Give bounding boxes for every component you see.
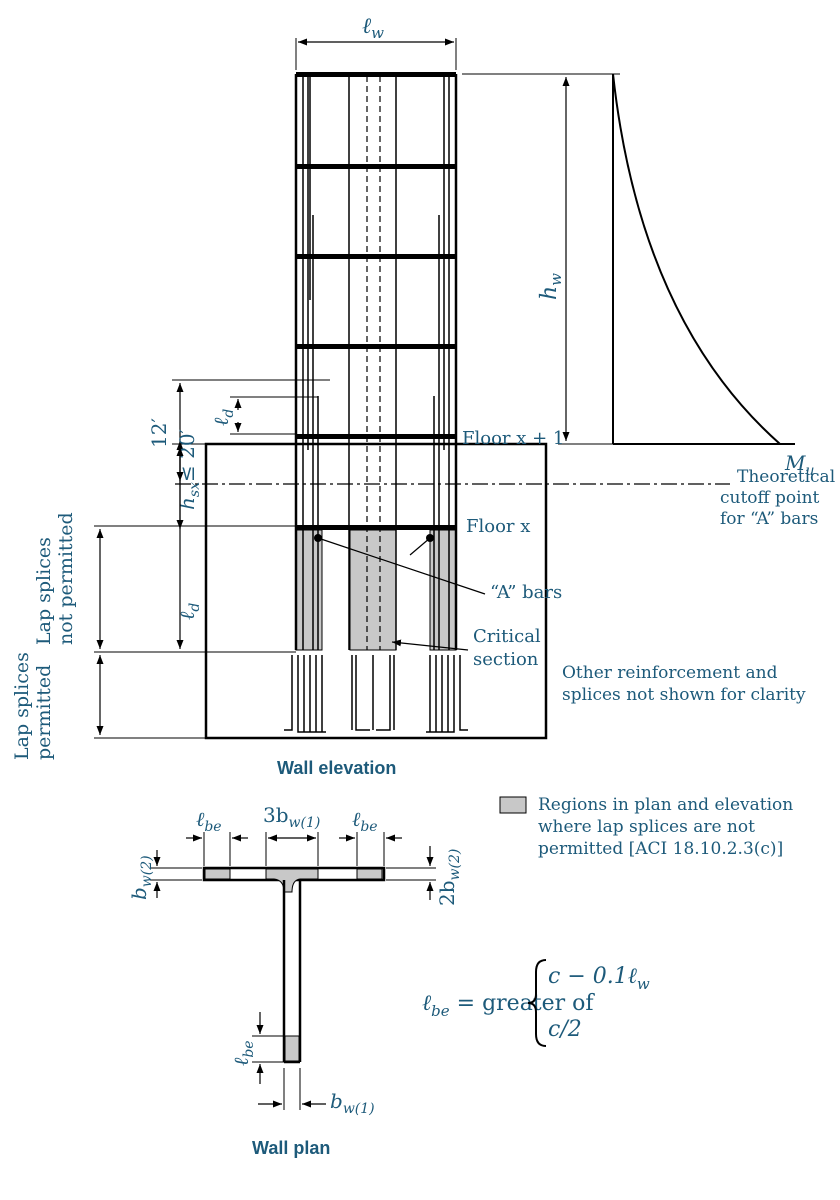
foundation-outline xyxy=(204,442,548,740)
legend-text: Regions in plan and elevation where lap … xyxy=(538,795,799,859)
legend: Regions in plan and elevation where lap … xyxy=(499,795,799,859)
bw2-left-label: bw(2) xyxy=(127,855,155,900)
three-bw-label: 3bw(1) xyxy=(263,803,320,831)
lbe-equation: ℓbe = greater of xyxy=(422,991,595,1020)
mu-label: Mu xyxy=(784,451,815,479)
hw-label: hw xyxy=(537,273,565,300)
theoretical-label: Theoretical cutoff point for “A” bars xyxy=(720,467,840,529)
not-permitted-label: not permitted xyxy=(55,512,77,645)
foundation-bars xyxy=(284,444,468,733)
floor-x1-label: Floor x + 1 xyxy=(462,428,564,449)
wall-elevation-title: Wall elevation xyxy=(277,758,396,778)
lbe-right-label: ℓbe xyxy=(352,807,378,835)
bw1-bottom-label: bw(1) xyxy=(330,1089,375,1117)
a-bars-label: “A” bars xyxy=(490,582,562,603)
lbe-web-label: ℓbe xyxy=(229,1040,257,1066)
wall-plan-title: Wall plan xyxy=(252,1138,330,1158)
shaded-web-region xyxy=(349,529,397,651)
case2-label: c/2 xyxy=(548,1017,582,1042)
center-dashed-bars xyxy=(366,76,381,650)
two-bw2-label: 2bw(2) xyxy=(435,849,463,906)
wall-plan: ℓbe 3bw(1) ℓbe bw(2) 2bw(2) ℓbe xyxy=(127,803,650,1158)
ld-lower-label: ℓd xyxy=(175,603,203,620)
moment-curve xyxy=(612,73,781,445)
hsx-label: hsx≤ 20′ xyxy=(175,428,203,510)
lap-splices-yes-label: Lap splices xyxy=(11,652,33,760)
floor-x-label: Floor x xyxy=(466,516,530,537)
brace xyxy=(527,959,547,1047)
twelve-ft-label: 12′ xyxy=(147,418,171,448)
lbe-left-label: ℓbe xyxy=(196,807,222,835)
ld-upper-label: ℓd xyxy=(209,409,237,426)
lap-splices-not-label: Lap splices xyxy=(33,537,55,645)
critical-section-label: Critical section xyxy=(473,626,546,670)
other-reinforcement-note: Other reinforcement and splices not show… xyxy=(562,663,806,705)
floor-slabs xyxy=(296,72,456,530)
permitted-label: permitted xyxy=(33,665,55,760)
case1-label: c − 0.1ℓw xyxy=(548,964,650,993)
lw-label: ℓw xyxy=(362,14,384,42)
vertical-reinforcement xyxy=(302,76,450,650)
wall-elevation: ℓw hw Mu Theoretical cutoff point for “A… xyxy=(11,14,840,778)
